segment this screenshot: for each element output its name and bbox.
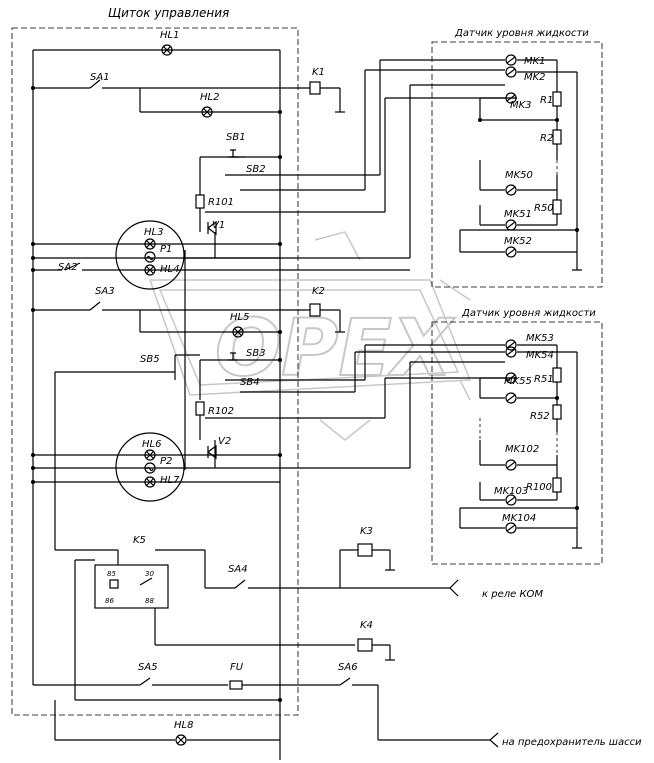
fuse-fu [229, 680, 243, 690]
label-mk55: MK55 [504, 376, 532, 387]
relay-k2-coil [309, 303, 321, 317]
sensor-title-1: Датчик уровня жидкости [454, 28, 589, 39]
watermark-logo: OPEX [148, 231, 472, 441]
label-sa5: SA5 [138, 662, 158, 673]
label-sa1: SA1 [90, 72, 110, 83]
relay-k1-coil [309, 81, 321, 95]
junction-dots [31, 86, 579, 702]
label-k5: K5 [133, 535, 146, 546]
sensor-title-2: Датчик уровня жидкости [461, 308, 596, 319]
sensor-box-1 [431, 41, 603, 288]
label-sa4: SA4 [228, 564, 248, 575]
label-hl1: HL1 [160, 30, 179, 41]
label-mk52: MK52 [504, 236, 532, 247]
lamp-hl7-icon [144, 476, 156, 488]
lamp-hl3-icon [144, 238, 156, 250]
label-r1: R1 [540, 95, 553, 106]
resistor-r102 [195, 401, 205, 416]
label-to-fuse: на предохранитель шасси [502, 737, 642, 748]
control-panel-box [11, 27, 299, 716]
label-r50: R50 [534, 203, 554, 214]
label-pin30: 30 [145, 570, 154, 578]
label-hl4: HL4 [160, 264, 179, 275]
resistor-r101 [195, 194, 205, 209]
label-pin85: 85 [107, 570, 116, 578]
panel-title: Щиток управления [108, 6, 229, 20]
label-sb1: SB1 [226, 132, 246, 143]
pump-p2-circle [115, 432, 185, 502]
label-mk1: MK1 [524, 56, 546, 67]
lamp-hl4-icon [144, 264, 156, 276]
label-sa2: SA2 [58, 262, 78, 273]
button-sb3-icon [228, 352, 238, 361]
label-v2: V2 [218, 436, 231, 447]
label-k3: K3 [360, 526, 373, 537]
label-k4: K4 [360, 620, 373, 631]
label-hl8: HL8 [174, 720, 193, 731]
lamp-hl2-icon [201, 106, 213, 118]
relay-k5-contact [139, 577, 153, 586]
label-hl5: HL5 [230, 312, 249, 323]
label-sb5: SB5 [140, 354, 160, 365]
lamp-hl6-icon [144, 449, 156, 461]
relay-k3-coil [357, 543, 373, 557]
label-fu: FU [230, 662, 244, 673]
label-k2: K2 [312, 286, 325, 297]
sensor-contacts [505, 54, 517, 534]
lamp-hl1-icon [161, 44, 173, 56]
label-mk3: MK3 [510, 100, 532, 111]
label-mk2: MK2 [524, 72, 546, 83]
label-r102: R102 [208, 406, 234, 417]
label-r52: R52 [530, 411, 550, 422]
label-hl3: HL3 [144, 227, 163, 238]
label-sb4: SB4 [240, 377, 260, 388]
label-p2: P2 [160, 456, 172, 467]
label-sb3: SB3 [246, 348, 266, 359]
label-pin86: 86 [105, 597, 114, 605]
pump-p2-icon [144, 462, 156, 474]
label-mk51: MK51 [504, 209, 532, 220]
diode-v2-icon [207, 444, 217, 460]
label-p1: P1 [160, 244, 172, 255]
label-r100: R100 [526, 482, 552, 493]
label-mk102: MK102 [505, 444, 539, 455]
label-sa6: SA6 [338, 662, 358, 673]
label-hl7: HL7 [160, 475, 180, 486]
button-sb1-icon [228, 149, 238, 158]
sensor-box-2 [431, 321, 603, 565]
lamp-hl5-icon [232, 326, 244, 338]
pump-p1-circle [115, 220, 185, 290]
label-r2: R2 [540, 133, 553, 144]
label-r51: R51 [534, 374, 554, 385]
label-hl2: HL2 [200, 92, 219, 103]
label-k1: K1 [312, 67, 325, 78]
component-labels: HL1 SA1 K1 HL2 SB1 SB2 R101 V1 HL3 P1 HL… [58, 30, 642, 748]
lamps [144, 44, 244, 746]
label-mk50: MK50 [505, 170, 533, 181]
relay-k4-coil [357, 638, 373, 652]
label-hl6: HL6 [142, 439, 161, 450]
label-mk104: MK104 [502, 513, 536, 524]
label-sa3: SA3 [95, 286, 115, 297]
label-pin88: 88 [145, 597, 154, 605]
relay-k5-coil [109, 579, 119, 589]
label-sb2: SB2 [246, 164, 266, 175]
label-mk103: MK103 [494, 486, 528, 497]
label-v1: V1 [212, 220, 225, 231]
label-mk53: MK53 [526, 333, 554, 344]
label-to-kom: к реле КОМ [482, 589, 543, 600]
lamp-hl8-icon [175, 734, 187, 746]
diode-v1-icon [207, 220, 217, 236]
label-r101: R101 [208, 197, 234, 208]
label-mk54: MK54 [526, 350, 554, 361]
pump-p1-icon [144, 251, 156, 263]
